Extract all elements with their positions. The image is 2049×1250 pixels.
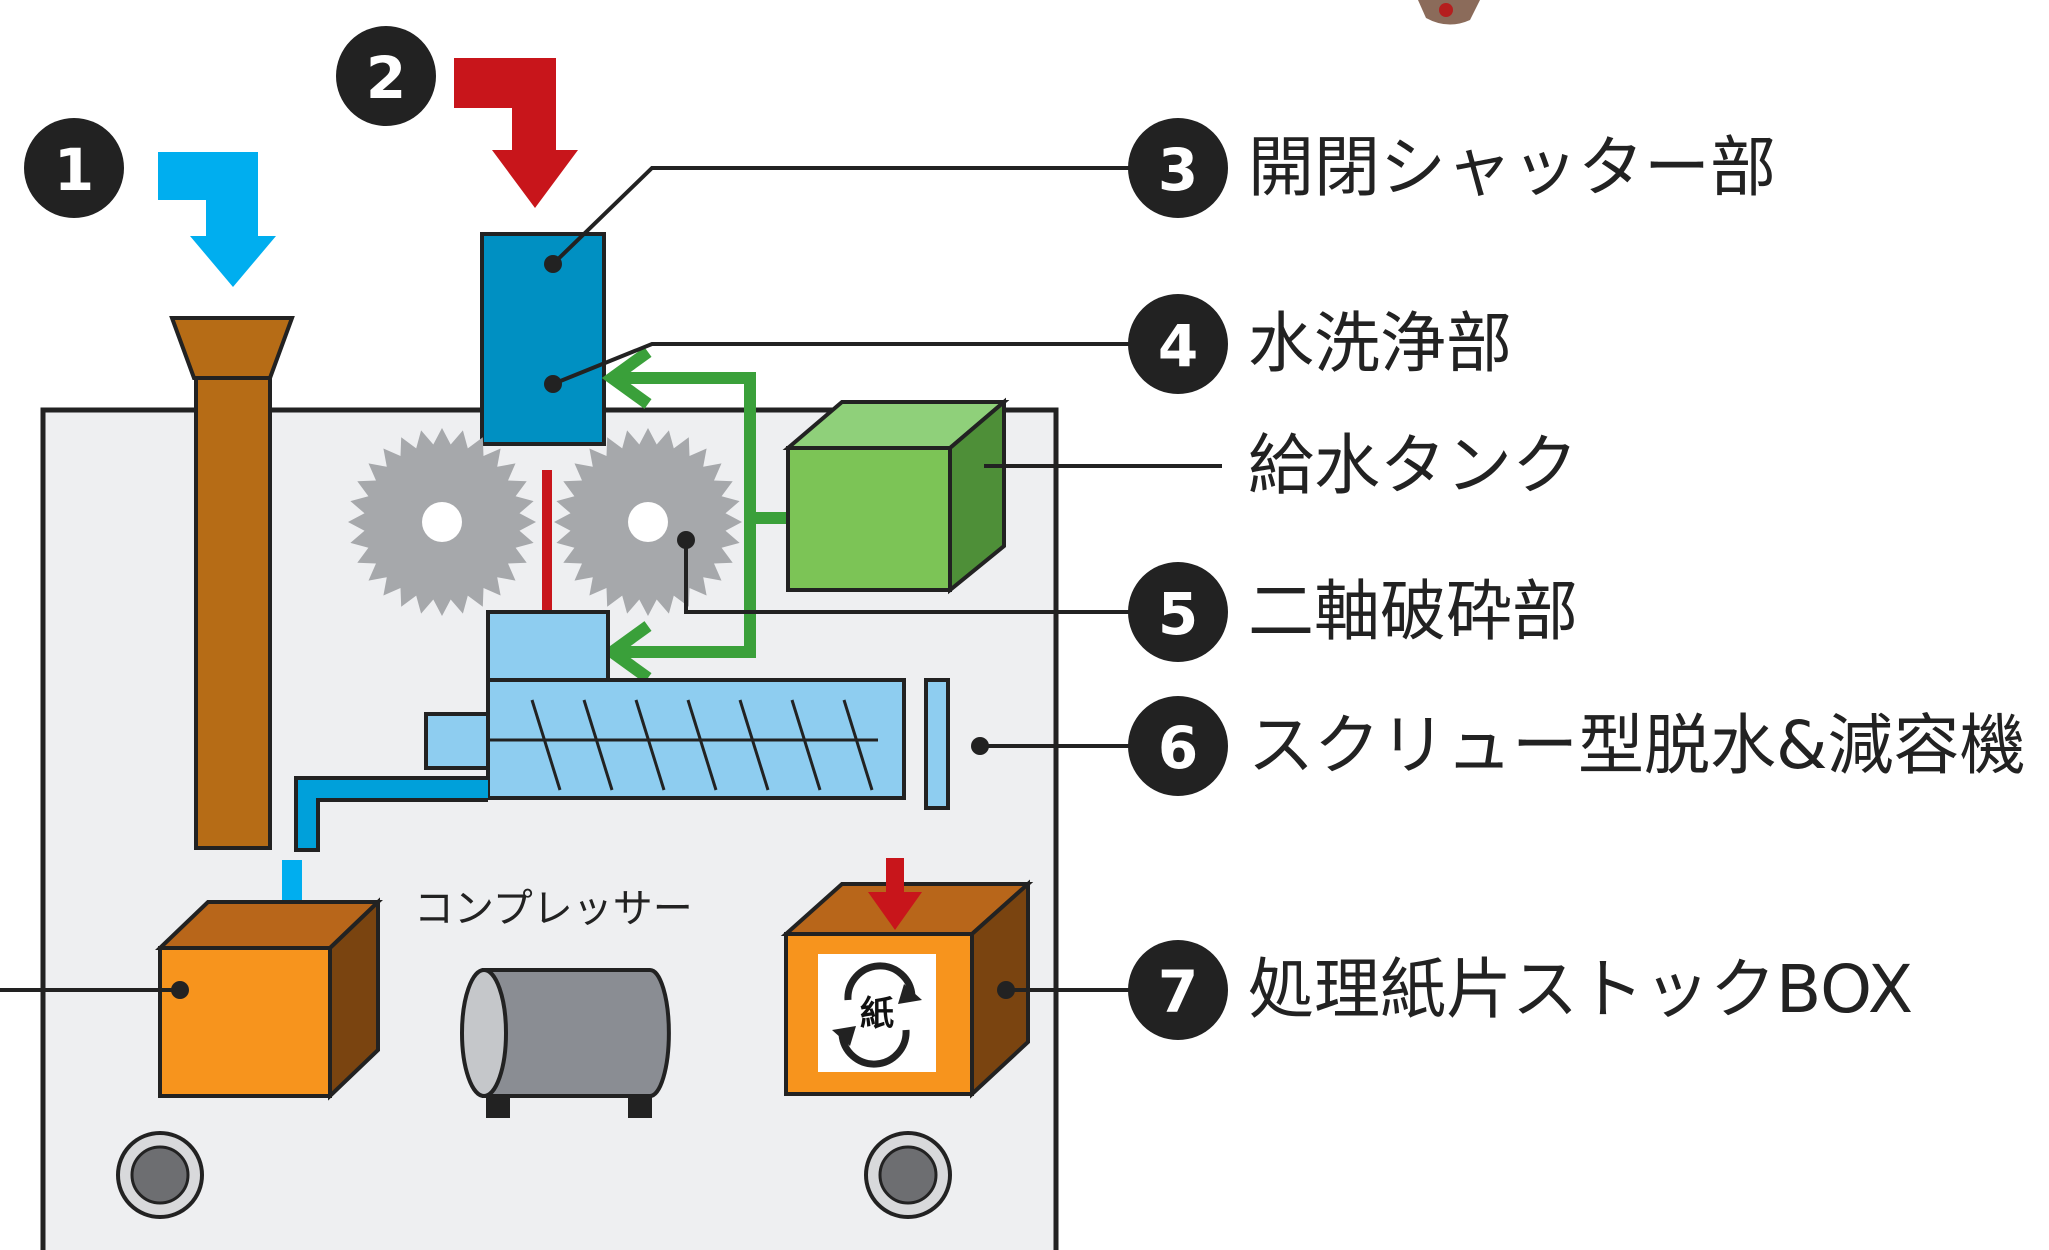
recycle-icon [838, 962, 916, 1068]
cropped-object [1418, 0, 1480, 25]
callout-6: 6 スクリュー型脱水&減容機 [1128, 696, 2025, 796]
callout-5: 5 二軸破砕部 [1128, 562, 1578, 662]
wheel-left [116, 1131, 204, 1219]
svg-text:2: 2 [366, 44, 406, 112]
compressor [460, 968, 671, 1118]
red-flow-arrow-box [868, 858, 922, 930]
shutter-unit [480, 232, 606, 446]
compressor-label: コンプレッサー [414, 886, 693, 932]
callout-2: 2 [336, 26, 436, 126]
water-tank [782, 397, 1010, 595]
svg-text:スクリュー型脱水&減容機: スクリュー型脱水&減容機 [1248, 707, 2025, 784]
left-collection-box [155, 897, 383, 1101]
svg-text:4: 4 [1158, 312, 1198, 380]
svg-text:二軸破砕部: 二軸破砕部 [1248, 573, 1578, 650]
callout-water-tank: 給水タンク [1248, 427, 1578, 504]
wheel-right [864, 1131, 952, 1219]
svg-text:6: 6 [1158, 714, 1198, 782]
svg-text:1: 1 [54, 136, 94, 204]
blue-input-arrow [158, 152, 276, 287]
paper-mark: 紙 [860, 994, 894, 1034]
input-chute [169, 316, 295, 850]
callout-1: 1 [24, 118, 124, 218]
svg-text:3: 3 [1158, 136, 1198, 204]
water-pipe [601, 347, 790, 683]
callout-7: 7 処理紙片ストックBOX [1128, 940, 1913, 1040]
callout-3: 3 開閉シャッター部 [1128, 118, 1776, 218]
svg-text:7: 7 [1158, 958, 1198, 1026]
svg-text:処理紙片ストックBOX: 処理紙片ストックBOX [1248, 951, 1913, 1028]
svg-text:5: 5 [1158, 580, 1198, 648]
svg-text:開閉シャッター部: 開閉シャッター部 [1248, 129, 1776, 206]
callout-4: 4 水洗浄部 [1128, 294, 1512, 394]
paper-stock-box: 紙 [780, 879, 1034, 1099]
leader-lines [0, 166, 1222, 999]
shredder-blades [348, 428, 742, 616]
screw-dewatering-machine [294, 610, 950, 852]
svg-text:水洗浄部: 水洗浄部 [1248, 305, 1512, 382]
svg-text:給水タンク: 給水タンク [1248, 427, 1578, 504]
red-input-arrow [454, 58, 578, 208]
